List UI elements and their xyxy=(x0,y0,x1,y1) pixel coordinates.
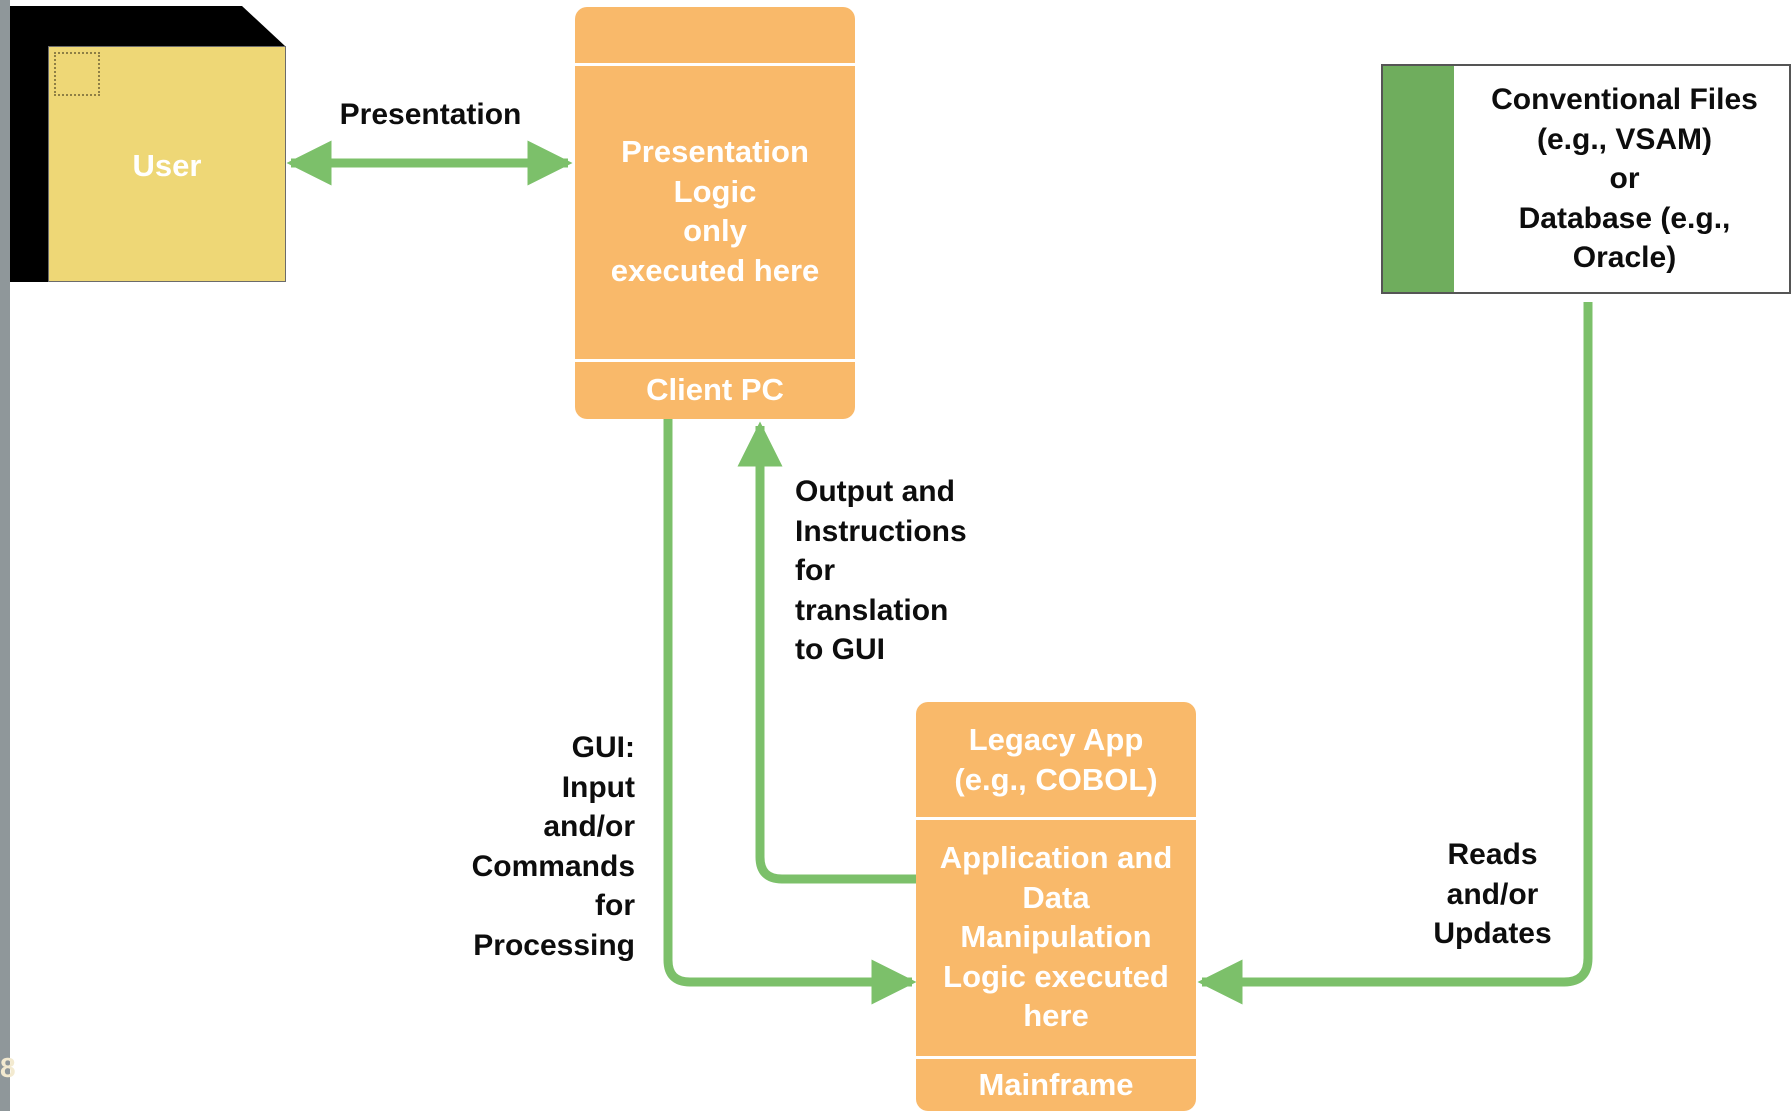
client-pc-top-divider xyxy=(575,63,855,66)
storage-green-tab xyxy=(1383,66,1454,292)
client-pc-footer-label: Client PC xyxy=(646,372,784,407)
user-dotted-icon xyxy=(54,52,100,96)
mainframe-top-divider xyxy=(916,817,1196,820)
reads-updates-arrow xyxy=(1197,302,1593,1005)
storage-label: Conventional Files (e.g., VSAM) or Datab… xyxy=(1491,83,1758,274)
gui-input-edge-label: GUI: Input and/or Commands for Processin… xyxy=(471,731,635,962)
user-label: User xyxy=(132,148,202,183)
presentation-edge-label: Presentation xyxy=(339,98,522,131)
mainframe-node xyxy=(916,702,1196,1111)
page-number: 8 xyxy=(0,1052,16,1083)
client-pc-logic-label: Presentation Logic only executed here xyxy=(610,134,820,288)
output-arrow xyxy=(737,421,919,884)
reads-updates-edge-label: Reads and/or Updates xyxy=(1433,838,1552,950)
user-node xyxy=(48,46,286,282)
client-pc-node xyxy=(575,7,855,419)
mainframe-header-label: Legacy App (e.g., COBOL) xyxy=(954,722,1158,797)
left-edge-strip xyxy=(0,0,10,1111)
mainframe-footer-label: Mainframe xyxy=(978,1067,1134,1102)
mainframe-logic-label: Application and Data Manipulation Logic … xyxy=(939,840,1173,1033)
client-pc-bottom-divider xyxy=(575,359,855,362)
output-edge-label: Output and Instructions for translation … xyxy=(795,475,967,666)
gui-input-arrow xyxy=(663,418,917,1005)
mainframe-bottom-divider xyxy=(916,1056,1196,1059)
